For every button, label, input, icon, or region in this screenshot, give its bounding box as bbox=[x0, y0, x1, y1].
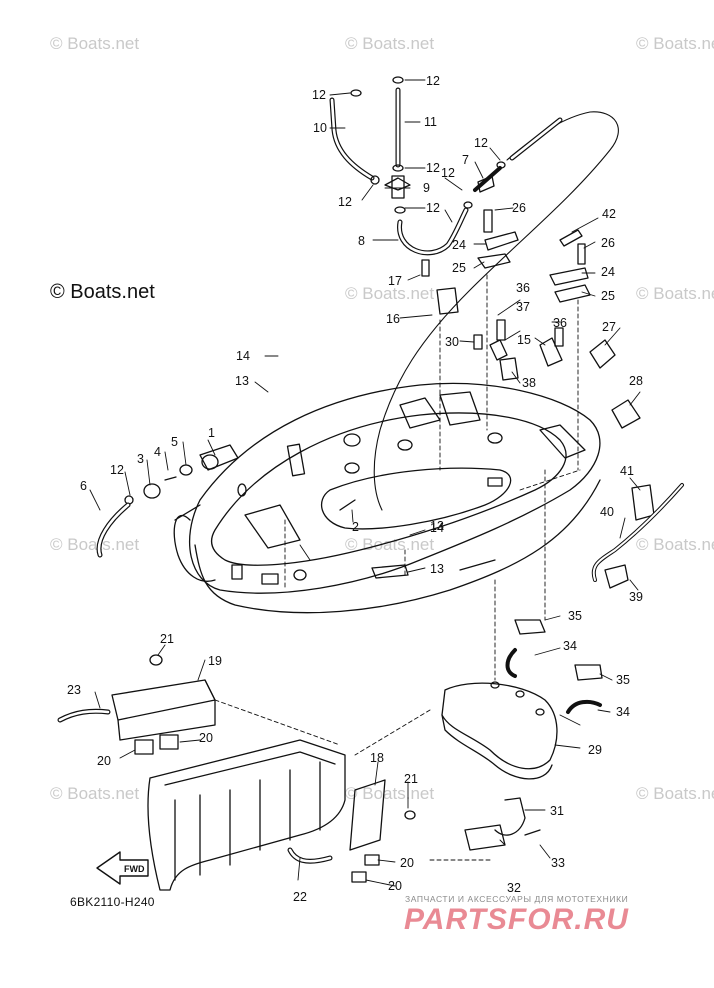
part-label: 20 bbox=[97, 754, 111, 768]
part-label: 29 bbox=[588, 743, 602, 757]
part-label: 5 bbox=[171, 435, 178, 449]
part-label: 30 bbox=[445, 335, 459, 349]
part-label: 13 bbox=[235, 374, 249, 388]
part-label: 35 bbox=[568, 609, 582, 623]
part-label: 33 bbox=[551, 856, 565, 870]
part-label: 3 bbox=[137, 452, 144, 466]
part-label: 12 bbox=[110, 463, 124, 477]
part-label: 21 bbox=[160, 632, 174, 646]
part-label: 32 bbox=[507, 881, 521, 895]
part-callouts: 1 2 3 4 5 6 7 8 9 10 11 12 12 12 12 12 1… bbox=[67, 74, 643, 904]
part-label: 23 bbox=[67, 683, 81, 697]
part-label: 4 bbox=[154, 445, 161, 459]
watermark: © Boats.net bbox=[50, 34, 140, 53]
fwd-label: FWD bbox=[124, 864, 145, 874]
part-label: 37 bbox=[516, 300, 530, 314]
part-label: 36 bbox=[516, 281, 530, 295]
watermark: © Boats.net bbox=[50, 784, 140, 803]
part-label: 20 bbox=[199, 731, 213, 745]
shop-tagline: ЗАПЧАСТИ И АКСЕССУАРЫ ДЛЯ МОТОТЕХНИКИ bbox=[405, 894, 629, 904]
part-label: 42 bbox=[602, 207, 616, 221]
part-label: 25 bbox=[452, 261, 466, 275]
part-label: 7 bbox=[462, 153, 469, 167]
part-label: 39 bbox=[629, 590, 643, 604]
part-label: 6 bbox=[80, 479, 87, 493]
part-label: 12 bbox=[426, 74, 440, 88]
part-label: 31 bbox=[550, 804, 564, 818]
drawing-code: 6BK2110-H240 bbox=[70, 895, 155, 909]
part-label: 8 bbox=[358, 234, 365, 248]
part-label: 2 bbox=[352, 520, 359, 534]
part-label: 14 bbox=[236, 349, 250, 363]
watermark: © Boats.net bbox=[636, 34, 714, 53]
part-label: 12 bbox=[426, 201, 440, 215]
hose-group-top bbox=[329, 76, 619, 511]
part-label: 21 bbox=[404, 772, 418, 786]
part-label: 34 bbox=[616, 705, 630, 719]
fitting-group-left bbox=[96, 444, 356, 558]
bracket-group-right bbox=[421, 209, 641, 429]
silencer-assembly bbox=[441, 483, 684, 851]
part-label: 12 bbox=[338, 195, 352, 209]
watermark: © Boats.net bbox=[636, 784, 714, 803]
part-label: 28 bbox=[629, 374, 643, 388]
part-label: 36 bbox=[553, 316, 567, 330]
watermark: © Boats.net bbox=[636, 284, 714, 303]
assembly-lines bbox=[214, 274, 581, 861]
part-label: 26 bbox=[601, 236, 615, 250]
watermark: © Boats.net bbox=[345, 34, 435, 53]
part-label: 1 bbox=[208, 426, 215, 440]
box-assembly bbox=[57, 654, 216, 755]
part-label: 12 bbox=[312, 88, 326, 102]
part-label: 14 bbox=[430, 521, 444, 535]
part-label: 24 bbox=[601, 265, 615, 279]
watermark: © Boats.net bbox=[345, 535, 435, 554]
part-label: 17 bbox=[388, 274, 402, 288]
part-label: 41 bbox=[620, 464, 634, 478]
leader-lines bbox=[89, 79, 641, 887]
part-label: 20 bbox=[388, 879, 402, 893]
part-label: 19 bbox=[208, 654, 222, 668]
part-label: 25 bbox=[601, 289, 615, 303]
part-label: 11 bbox=[424, 115, 437, 129]
part-label: 12 bbox=[426, 161, 440, 175]
part-label: 15 bbox=[517, 333, 531, 347]
part-label: 27 bbox=[602, 320, 616, 334]
part-label: 22 bbox=[293, 890, 307, 904]
bottom-cowling bbox=[173, 382, 601, 614]
part-label: 12 bbox=[441, 166, 455, 180]
watermark: © Boats.net bbox=[636, 535, 714, 554]
part-label: 34 bbox=[563, 639, 577, 653]
part-label: 12 bbox=[474, 136, 488, 150]
part-label: 13 bbox=[430, 519, 444, 533]
part-label: 24 bbox=[452, 238, 466, 252]
part-label: 13 bbox=[430, 562, 444, 576]
part-label: 10 bbox=[313, 121, 327, 135]
part-label: 18 bbox=[370, 751, 384, 765]
watermark: © Boats.net bbox=[345, 784, 435, 803]
fwd-arrow-icon: FWD bbox=[96, 851, 149, 885]
part-label: 35 bbox=[616, 673, 630, 687]
watermark: © Boats.net bbox=[50, 535, 140, 554]
part-label: 9 bbox=[423, 181, 430, 195]
shop-logo: PARTSFOR.RU bbox=[404, 903, 629, 936]
part-label: 20 bbox=[400, 856, 414, 870]
watermark: © Boats.net bbox=[345, 284, 435, 303]
part-label: 38 bbox=[522, 376, 536, 390]
brand-label: © Boats.net bbox=[50, 281, 155, 303]
part-label: 26 bbox=[512, 201, 526, 215]
part-label: 16 bbox=[386, 312, 400, 326]
part-label: 40 bbox=[600, 505, 614, 519]
